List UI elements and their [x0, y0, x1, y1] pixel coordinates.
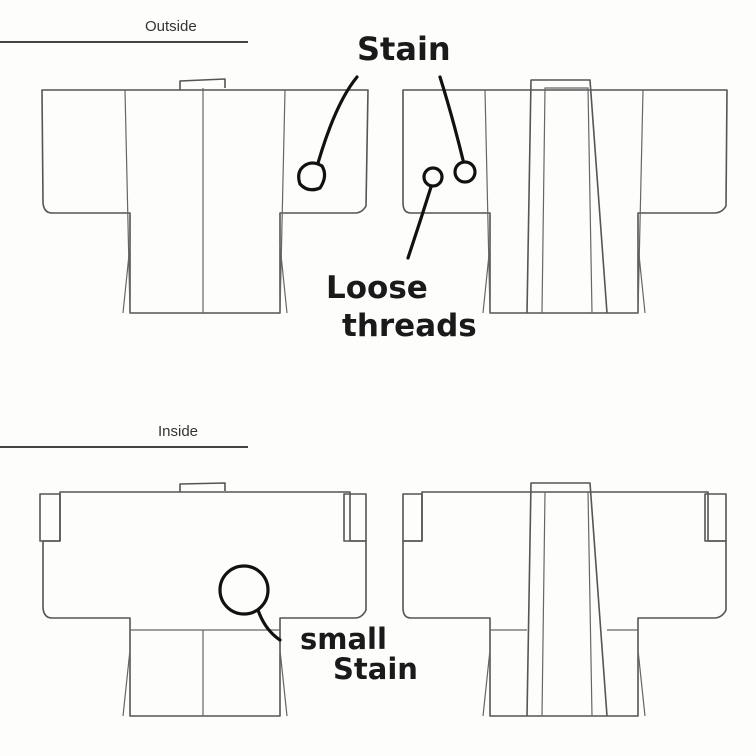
annotation-small-stain-line1: small — [300, 622, 387, 656]
section-divider-inside — [0, 446, 248, 448]
inside-front-view — [402, 482, 727, 717]
annotation-loose-threads-line1: Loose — [326, 270, 428, 306]
section-label-inside: Inside — [158, 423, 199, 440]
stain-marker-back — [297, 75, 359, 192]
loose-threads-marker — [406, 166, 444, 260]
outside-back-view — [41, 78, 369, 314]
outside-front-view — [402, 79, 728, 314]
small-stain-marker — [218, 564, 282, 642]
annotation-stain: Stain — [357, 30, 451, 68]
annotation-small-stain-line2: Stain — [333, 652, 418, 686]
stain-marker-front — [438, 75, 477, 184]
inside-back-view — [39, 482, 367, 717]
annotation-loose-threads-line2: threads — [342, 308, 477, 344]
section-divider-outside — [0, 41, 248, 43]
section-label-outside: Outside — [145, 18, 197, 35]
